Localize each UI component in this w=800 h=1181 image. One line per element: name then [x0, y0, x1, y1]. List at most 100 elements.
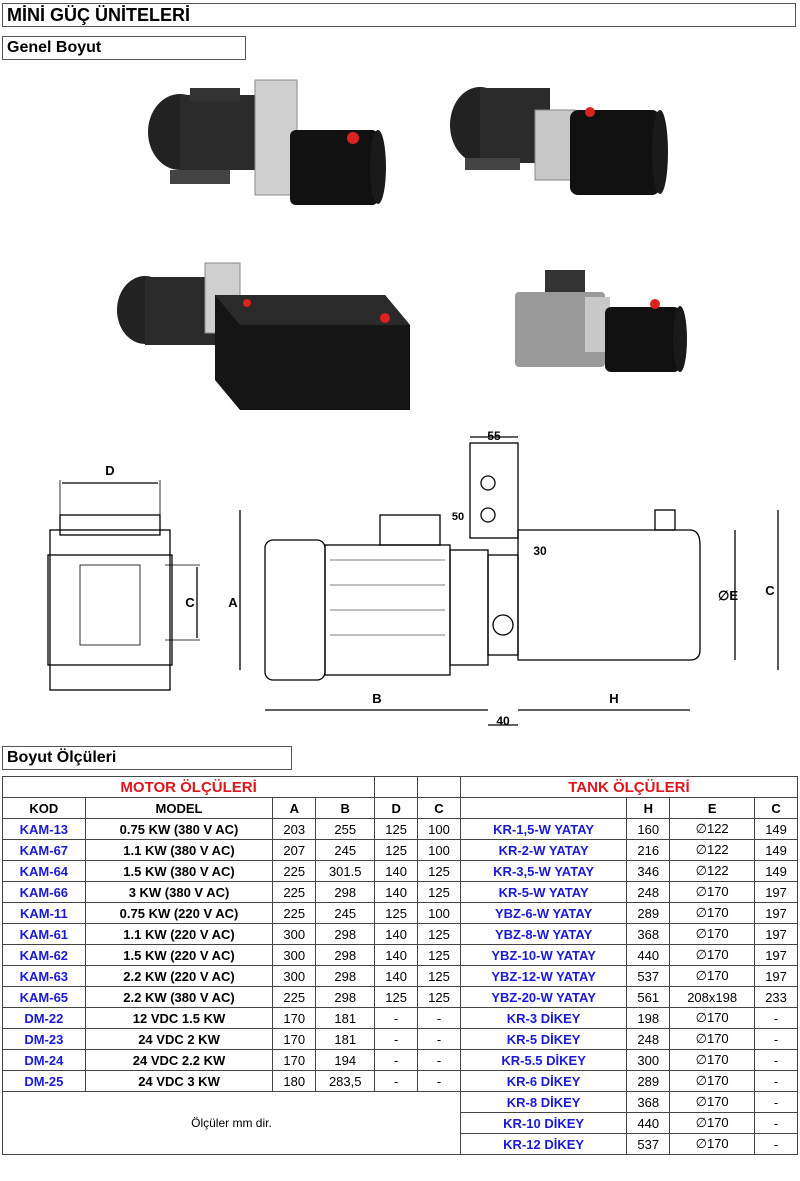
section-general-title: Genel Boyut	[2, 36, 246, 60]
tank-cell: ∅170	[669, 1070, 756, 1092]
tank-cell: 149	[754, 818, 798, 840]
motor-cell: 298	[315, 881, 376, 903]
motor-cell: 298	[315, 965, 376, 987]
column-header: C	[417, 797, 461, 819]
tank-cell: 233	[754, 986, 798, 1008]
tank-cell: 537	[626, 1133, 671, 1155]
technical-drawing: D C A B H ∅E C 55 50 30 40	[47, 429, 779, 728]
motor-cell: 300	[272, 944, 317, 966]
units-note: Ölçüler mm dir.	[2, 1091, 461, 1155]
tank-cell: 440	[626, 944, 671, 966]
dim-b-label: B	[372, 691, 381, 706]
motor-cell: 0.75 KW (220 V AC)	[84, 902, 274, 924]
motor-cell: KAM-63	[2, 965, 86, 987]
tank-cell: 289	[626, 1070, 671, 1092]
motor-cell: 298	[315, 986, 376, 1008]
tank-cell: ∅170	[669, 1007, 756, 1029]
motor-cell: KAM-61	[2, 923, 86, 945]
motor-cell: 203	[272, 818, 317, 840]
motor-cell: 300	[272, 923, 317, 945]
motor-cell: 12 VDC 1.5 KW	[84, 1007, 274, 1029]
motor-cell: 170	[272, 1028, 317, 1050]
tank-cell: ∅170	[669, 1091, 756, 1113]
motor-cell: KAM-67	[2, 839, 86, 861]
power-unit-photo-3	[117, 262, 410, 410]
motor-cell: 301.5	[315, 860, 376, 882]
tank-cell: KR-3 DİKEY	[459, 1007, 628, 1029]
section-dimensions-title: Boyut Ölçüleri	[2, 746, 292, 770]
column-header: B	[315, 797, 376, 819]
motor-cell: KAM-11	[2, 902, 86, 924]
tank-cell: KR-2-W YATAY	[459, 839, 628, 861]
tank-cell: 368	[626, 1091, 671, 1113]
column-header: C	[754, 797, 798, 819]
tank-cell: -	[754, 1049, 798, 1071]
motor-cell: 140	[374, 923, 419, 945]
motor-cell: 125	[417, 923, 461, 945]
motor-cell: 207	[272, 839, 317, 861]
tank-cell: -	[754, 1112, 798, 1134]
motor-cell: 140	[374, 944, 419, 966]
motor-cell: 140	[374, 860, 419, 882]
motor-cell: 225	[272, 881, 317, 903]
tank-cell: ∅122	[669, 839, 756, 861]
tank-cell: -	[754, 1028, 798, 1050]
dim-h-label: H	[609, 691, 618, 706]
motor-cell: 0.75 KW (380 V AC)	[84, 818, 274, 840]
tank-cell: KR-6 DİKEY	[459, 1070, 628, 1092]
motor-cell: 100	[417, 818, 461, 840]
motor-cell: 125	[417, 965, 461, 987]
column-header: E	[669, 797, 756, 819]
tank-cell: 197	[754, 944, 798, 966]
tank-cell: KR-8 DİKEY	[459, 1091, 628, 1113]
tank-cell: 160	[626, 818, 671, 840]
tank-cell: YBZ-20-W YATAY	[459, 986, 628, 1008]
motor-cell: 125	[417, 860, 461, 882]
motor-cell: 100	[417, 902, 461, 924]
tank-cell: KR-3,5-W YATAY	[459, 860, 628, 882]
motor-cell: DM-22	[2, 1007, 86, 1029]
motor-cell: 125	[417, 986, 461, 1008]
tank-cell: -	[754, 1007, 798, 1029]
motor-cell: 245	[315, 839, 376, 861]
motor-cell: -	[374, 1049, 419, 1071]
empty-cell	[417, 776, 461, 798]
motor-cell: 24 VDC 3 KW	[84, 1070, 274, 1092]
tank-cell: 248	[626, 1028, 671, 1050]
motor-cell: KAM-64	[2, 860, 86, 882]
motor-cell: -	[374, 1070, 419, 1092]
dim-c-side-label: C	[185, 595, 195, 610]
tank-cell: ∅170	[669, 965, 756, 987]
tank-cell: -	[754, 1070, 798, 1092]
tank-cell: ∅122	[669, 818, 756, 840]
power-unit-photo-4	[515, 270, 687, 372]
tank-cell: ∅170	[669, 923, 756, 945]
tank-cell: 197	[754, 881, 798, 903]
motor-cell: 298	[315, 944, 376, 966]
motor-header: MOTOR ÖLÇÜLERİ	[1, 776, 376, 798]
motor-cell: 181	[315, 1007, 376, 1029]
motor-cell: -	[374, 1007, 419, 1029]
motor-cell: 300	[272, 965, 317, 987]
motor-cell: 298	[315, 923, 376, 945]
motor-cell: -	[417, 1028, 461, 1050]
motor-cell: 170	[272, 1049, 317, 1071]
tank-cell: 440	[626, 1112, 671, 1134]
tank-cell: ∅122	[669, 860, 756, 882]
dim-50-label: 50	[452, 511, 464, 523]
column-header: A	[272, 797, 317, 819]
dim-40-label: 40	[496, 714, 510, 728]
tank-cell: 561	[626, 986, 671, 1008]
tank-cell: 197	[754, 902, 798, 924]
motor-cell: 181	[315, 1028, 376, 1050]
